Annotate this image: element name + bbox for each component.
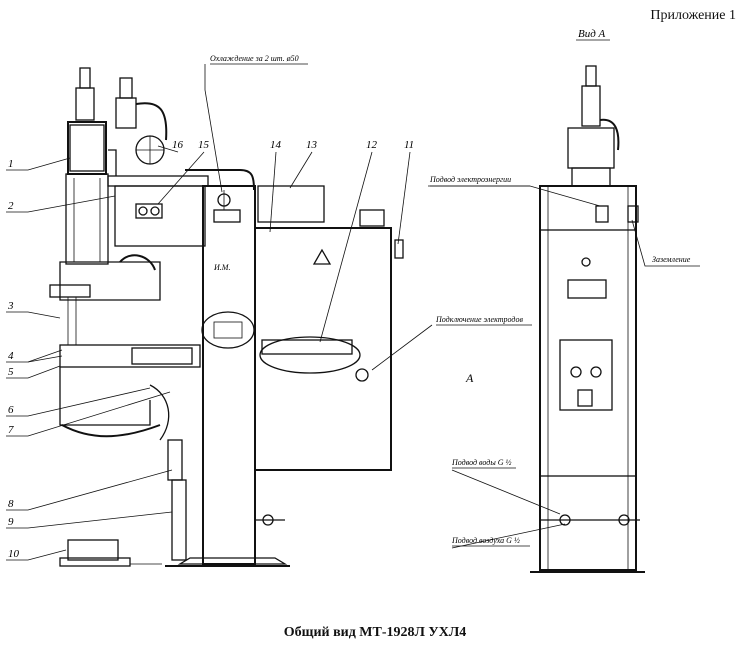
view-a-label: Вид А: [578, 28, 606, 40]
callout-8: 8: [8, 498, 14, 510]
callout-13: 13: [306, 139, 318, 151]
air-supply-annotation: Подвод воздуха G ½: [451, 536, 520, 545]
drawing-caption: Общий вид МТ-1928Л УХЛ4: [283, 625, 467, 640]
power-supply-annotation: Подвод электроэнергии: [429, 175, 511, 184]
appendix-label: Приложение 1: [650, 8, 736, 23]
callout-14: 14: [270, 139, 282, 151]
callout-5: 5: [8, 366, 14, 378]
callout-11: 11: [404, 139, 414, 151]
cooling-annotation: Охлаждение за 2 шт. ø50: [210, 54, 299, 63]
electrode-connection-annotation: Подключение электродов: [435, 315, 523, 324]
front-view: [49, 67, 404, 567]
im-annotation: И.М.: [213, 263, 230, 272]
view-a-marker: А: [465, 371, 474, 385]
callout-15: 15: [198, 139, 210, 151]
callout-7: 7: [8, 424, 14, 436]
callout-12: 12: [366, 139, 378, 151]
callout-2: 2: [8, 200, 14, 212]
callout-6: 6: [8, 404, 14, 416]
callout-10: 10: [8, 548, 20, 560]
callout-4: 4: [8, 350, 14, 362]
leader-lines: [6, 39, 700, 561]
callout-3: 3: [7, 300, 14, 312]
side-view: [530, 65, 645, 573]
callout-16: 16: [172, 139, 184, 151]
callout-9: 9: [8, 516, 14, 528]
grounding-annotation: Заземление: [652, 255, 691, 264]
callout-1: 1: [8, 158, 14, 170]
water-supply-annotation: Подвод воды G ½: [451, 458, 512, 467]
